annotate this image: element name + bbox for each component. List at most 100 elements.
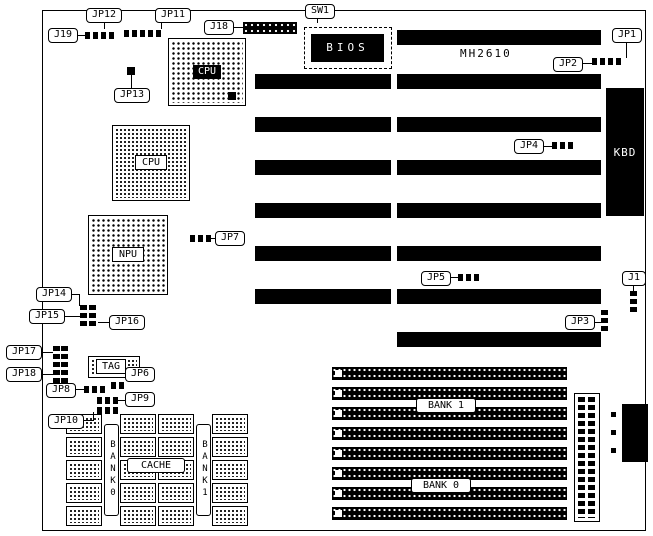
isa-slot-segment xyxy=(255,160,391,175)
callout-wire xyxy=(211,238,215,239)
callout-jp16: JP16 xyxy=(109,315,145,330)
pin1-marker xyxy=(228,92,236,100)
callout-wire xyxy=(65,316,80,317)
npu-label: NPU xyxy=(112,247,144,262)
pin1-marker xyxy=(335,490,342,497)
pin-grid xyxy=(69,486,99,500)
callout-jp1: JP1 xyxy=(612,28,642,43)
callout-jp12: JP12 xyxy=(86,8,122,23)
cache-chip xyxy=(66,460,102,480)
isa-slot-segment xyxy=(255,117,391,132)
isa-slot-segment xyxy=(397,332,601,347)
callout-jp14: JP14 xyxy=(36,287,72,302)
cpu-socket-label: CPU xyxy=(193,65,221,79)
callout-wire xyxy=(93,412,94,421)
pin1-marker xyxy=(335,410,342,417)
jumper-j19 xyxy=(85,32,114,39)
pin-grid xyxy=(215,440,245,454)
cache-chip xyxy=(66,506,102,526)
pin1-marker xyxy=(335,390,342,397)
solder-pad xyxy=(611,430,616,435)
cache-bank0-label: BANK0 xyxy=(104,424,119,516)
callout-wire xyxy=(451,277,458,278)
callout-wire xyxy=(72,294,80,295)
pin-grid xyxy=(123,440,153,454)
callout-jp13: JP13 xyxy=(114,88,150,103)
jumper-jp10 xyxy=(97,407,118,414)
jumper-jp5 xyxy=(458,274,479,281)
callout-j18: J18 xyxy=(204,20,234,35)
jumper-jp3 xyxy=(601,310,608,331)
pin1-marker xyxy=(335,370,342,377)
cache-chip xyxy=(158,414,194,434)
pin-grid xyxy=(215,463,245,477)
isa-slot-segment xyxy=(397,30,601,45)
callout-wire xyxy=(98,322,109,323)
pin-grid xyxy=(123,417,153,431)
callout-jp2: JP2 xyxy=(553,57,583,72)
jumper-jp4 xyxy=(552,142,573,149)
simm-socket xyxy=(332,367,567,380)
callout-jp4: JP4 xyxy=(514,139,544,154)
bios-chip: BIOS xyxy=(311,34,384,62)
cache-chip xyxy=(158,506,194,526)
pin-grid xyxy=(215,509,245,523)
callout-wire xyxy=(234,27,243,28)
callout-jp7: JP7 xyxy=(215,231,245,246)
callout-jp3: JP3 xyxy=(565,315,595,330)
isa-slot-segment xyxy=(255,74,391,89)
jumper-jp8 xyxy=(84,386,105,393)
cache-chip xyxy=(212,483,248,503)
jumper-jp7 xyxy=(190,235,211,242)
simm-socket xyxy=(332,407,567,420)
simm-socket xyxy=(332,447,567,460)
solder-pad xyxy=(611,448,616,453)
pin-grid xyxy=(215,417,245,431)
callout-j1: J1 xyxy=(622,271,646,286)
callout-jp5: JP5 xyxy=(421,271,451,286)
callout-wire xyxy=(84,420,94,421)
isa-slot-segment xyxy=(397,289,601,304)
isa-slot-segment xyxy=(255,246,391,261)
cache-chip xyxy=(120,414,156,434)
callout-wire xyxy=(42,374,53,375)
simm-socket xyxy=(332,487,567,500)
board-model-label: MH2610 xyxy=(460,47,512,60)
pin-grid xyxy=(161,440,191,454)
callout-jp15: JP15 xyxy=(29,309,65,324)
jumper-jp9 xyxy=(97,397,118,404)
callout-wire xyxy=(633,286,634,291)
cache-chip xyxy=(212,414,248,434)
isa-slot-segment xyxy=(397,117,601,132)
solder-pad xyxy=(611,412,616,417)
pin-grid xyxy=(161,509,191,523)
callout-wire xyxy=(317,19,318,23)
isa-slot-segment xyxy=(397,74,601,89)
pin-header-pins xyxy=(588,397,595,518)
cache-chip xyxy=(66,483,102,503)
jumper-jp13 xyxy=(127,67,135,75)
pin-grid xyxy=(161,486,191,500)
power-connector xyxy=(622,404,648,462)
callout-wire xyxy=(544,146,552,147)
cache-chip xyxy=(66,437,102,457)
jumper-j1 xyxy=(630,291,637,312)
cache-bank1-label: BANK1 xyxy=(196,424,211,516)
pin-grid xyxy=(69,509,99,523)
jumper-jp14-jp15 xyxy=(89,305,96,326)
pin1-marker xyxy=(335,430,342,437)
simm-socket xyxy=(332,507,567,520)
callout-jp9: JP9 xyxy=(125,392,155,407)
callout-wire xyxy=(583,63,592,64)
callout-jp10: JP10 xyxy=(48,414,84,429)
callout-wire xyxy=(42,352,53,353)
pin-grid xyxy=(123,509,153,523)
callout-wire xyxy=(78,35,85,36)
pin1-marker xyxy=(335,470,342,477)
isa-slot-segment xyxy=(397,246,601,261)
pin1-marker xyxy=(335,510,342,517)
cache-chip xyxy=(120,506,156,526)
cpu-chip-label: CPU xyxy=(135,155,167,170)
jumper-jp17-jp18 xyxy=(53,346,60,394)
cache-chip xyxy=(158,483,194,503)
